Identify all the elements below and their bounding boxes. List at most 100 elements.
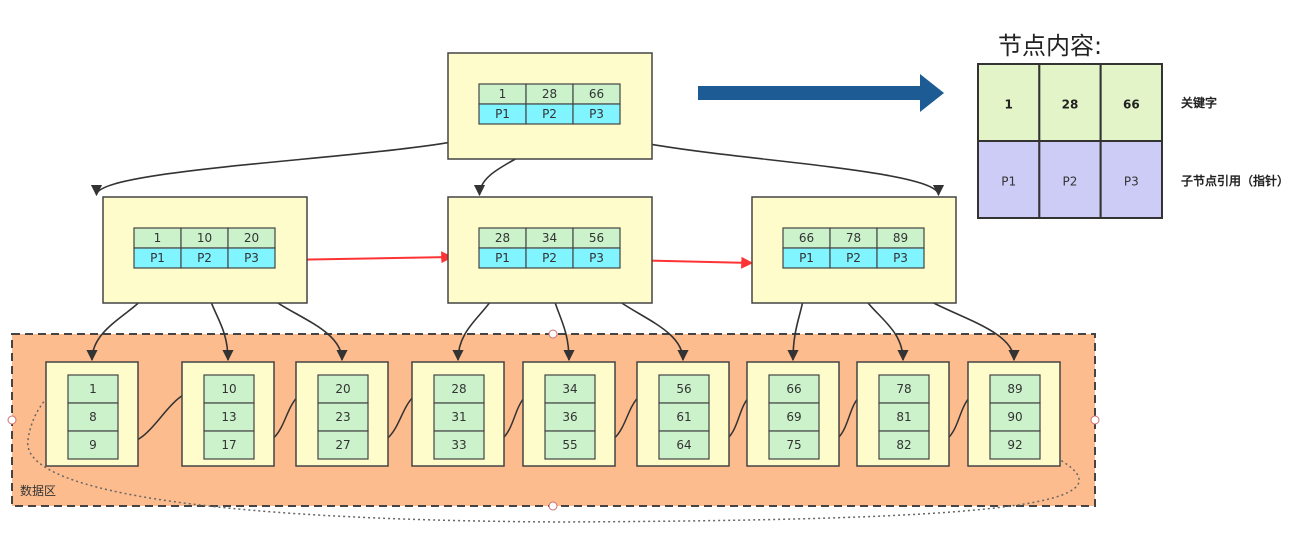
key-label: 1 (154, 231, 162, 245)
data-label: 75 (786, 438, 801, 452)
leaf-node: 66 69 75 (746, 361, 840, 467)
leaf-node: 1 8 9 (45, 361, 139, 467)
data-label: 66 (786, 382, 801, 396)
key-label: 28 (495, 231, 510, 245)
data-label: 34 (562, 382, 577, 396)
data-cell (768, 430, 820, 460)
pointer-label: P2 (542, 251, 557, 265)
data-label: 56 (676, 382, 691, 396)
data-label: 28 (451, 382, 466, 396)
data-label: 13 (221, 410, 236, 424)
pointer-label: P1 (495, 107, 510, 121)
data-label: 20 (335, 382, 350, 396)
data-cell (544, 374, 596, 404)
data-cell (544, 402, 596, 432)
pointer-label: P3 (893, 251, 908, 265)
data-area-label: 数据区 (20, 483, 56, 498)
pointer-label: P2 (542, 107, 557, 121)
pointer-cell (227, 247, 276, 269)
data-cell (989, 430, 1041, 460)
pointer-label: P2 (846, 251, 861, 265)
legend-pointer-cell (1099, 140, 1163, 219)
sibling-arrow (280, 251, 454, 264)
legend-key-label: 66 (1123, 98, 1140, 112)
data-label: 81 (896, 410, 911, 424)
legend-pointer-label: P2 (1063, 175, 1078, 189)
legend-pointer-cell (977, 140, 1041, 219)
key-label: 1 (499, 87, 507, 101)
data-label: 36 (562, 410, 577, 424)
big-arrow-icon (698, 74, 944, 112)
data-label: 33 (451, 438, 466, 452)
pointer-cell (572, 247, 621, 269)
data-cell (658, 402, 710, 432)
legend-pointer-label: P3 (1124, 175, 1139, 189)
data-label: 92 (1007, 438, 1022, 452)
data-cell (203, 430, 255, 460)
pointer-label: P2 (197, 251, 212, 265)
key-label: 28 (542, 87, 557, 101)
tree-edge (91, 123, 504, 197)
data-cell (317, 430, 369, 460)
data-cell (768, 402, 820, 432)
data-label: 1 (89, 382, 97, 396)
data-cell (317, 402, 369, 432)
data-cell (878, 430, 930, 460)
key-label: 34 (542, 231, 557, 245)
data-label: 64 (676, 438, 691, 452)
pointer-cell (876, 247, 925, 269)
data-label: 78 (896, 382, 911, 396)
data-label: 8 (89, 410, 97, 424)
key-label: 20 (244, 231, 259, 245)
key-label: 89 (893, 231, 908, 245)
data-label: 31 (451, 410, 466, 424)
pointer-label: P1 (150, 251, 165, 265)
legend-key-cell (1038, 63, 1102, 142)
pointer-label: P3 (589, 251, 604, 265)
data-label: 9 (89, 438, 97, 452)
legend-key-label: 28 (1062, 98, 1079, 112)
leaf-node: 78 81 82 (856, 361, 950, 467)
data-label: 27 (335, 438, 350, 452)
data-area-handle (548, 501, 558, 511)
key-label: 66 (589, 87, 604, 101)
legend-key-label: 1 (1004, 98, 1012, 112)
pointer-label: P3 (589, 107, 604, 121)
tree-layer: 1P128P266P31P110P220P328P134P256P366P178… (27, 52, 1080, 523)
data-cell (67, 374, 119, 404)
key-label: 10 (197, 231, 212, 245)
data-label: 82 (896, 438, 911, 452)
legend-pointers-label: 子节点引用（指针） (1181, 173, 1289, 188)
legend-pointer-label: P1 (1001, 175, 1016, 189)
data-label: 69 (786, 410, 801, 424)
legend-title: 节点内容: (998, 32, 1102, 60)
node-layer: 1P128P266P31P110P220P328P134P256P366P178… (45, 52, 1061, 467)
data-label: 17 (221, 438, 236, 452)
data-label: 55 (562, 438, 577, 452)
key-label: 56 (589, 231, 604, 245)
key-label: 66 (799, 231, 814, 245)
data-cell (203, 374, 255, 404)
data-cell (989, 402, 1041, 432)
data-cell (544, 430, 596, 460)
data-cell (878, 402, 930, 432)
data-area-handle (7, 415, 17, 425)
pointer-cell (572, 103, 621, 125)
data-cell (658, 430, 710, 460)
leaf-loop-link (27, 378, 1080, 523)
data-cell (658, 374, 710, 404)
legend-keys-label: 关键字 (1181, 95, 1217, 110)
leaf-node: 28 31 33 (411, 361, 505, 467)
data-area-handle (1090, 415, 1100, 425)
data-cell (433, 430, 485, 460)
legend-pointer-cell (1038, 140, 1102, 219)
